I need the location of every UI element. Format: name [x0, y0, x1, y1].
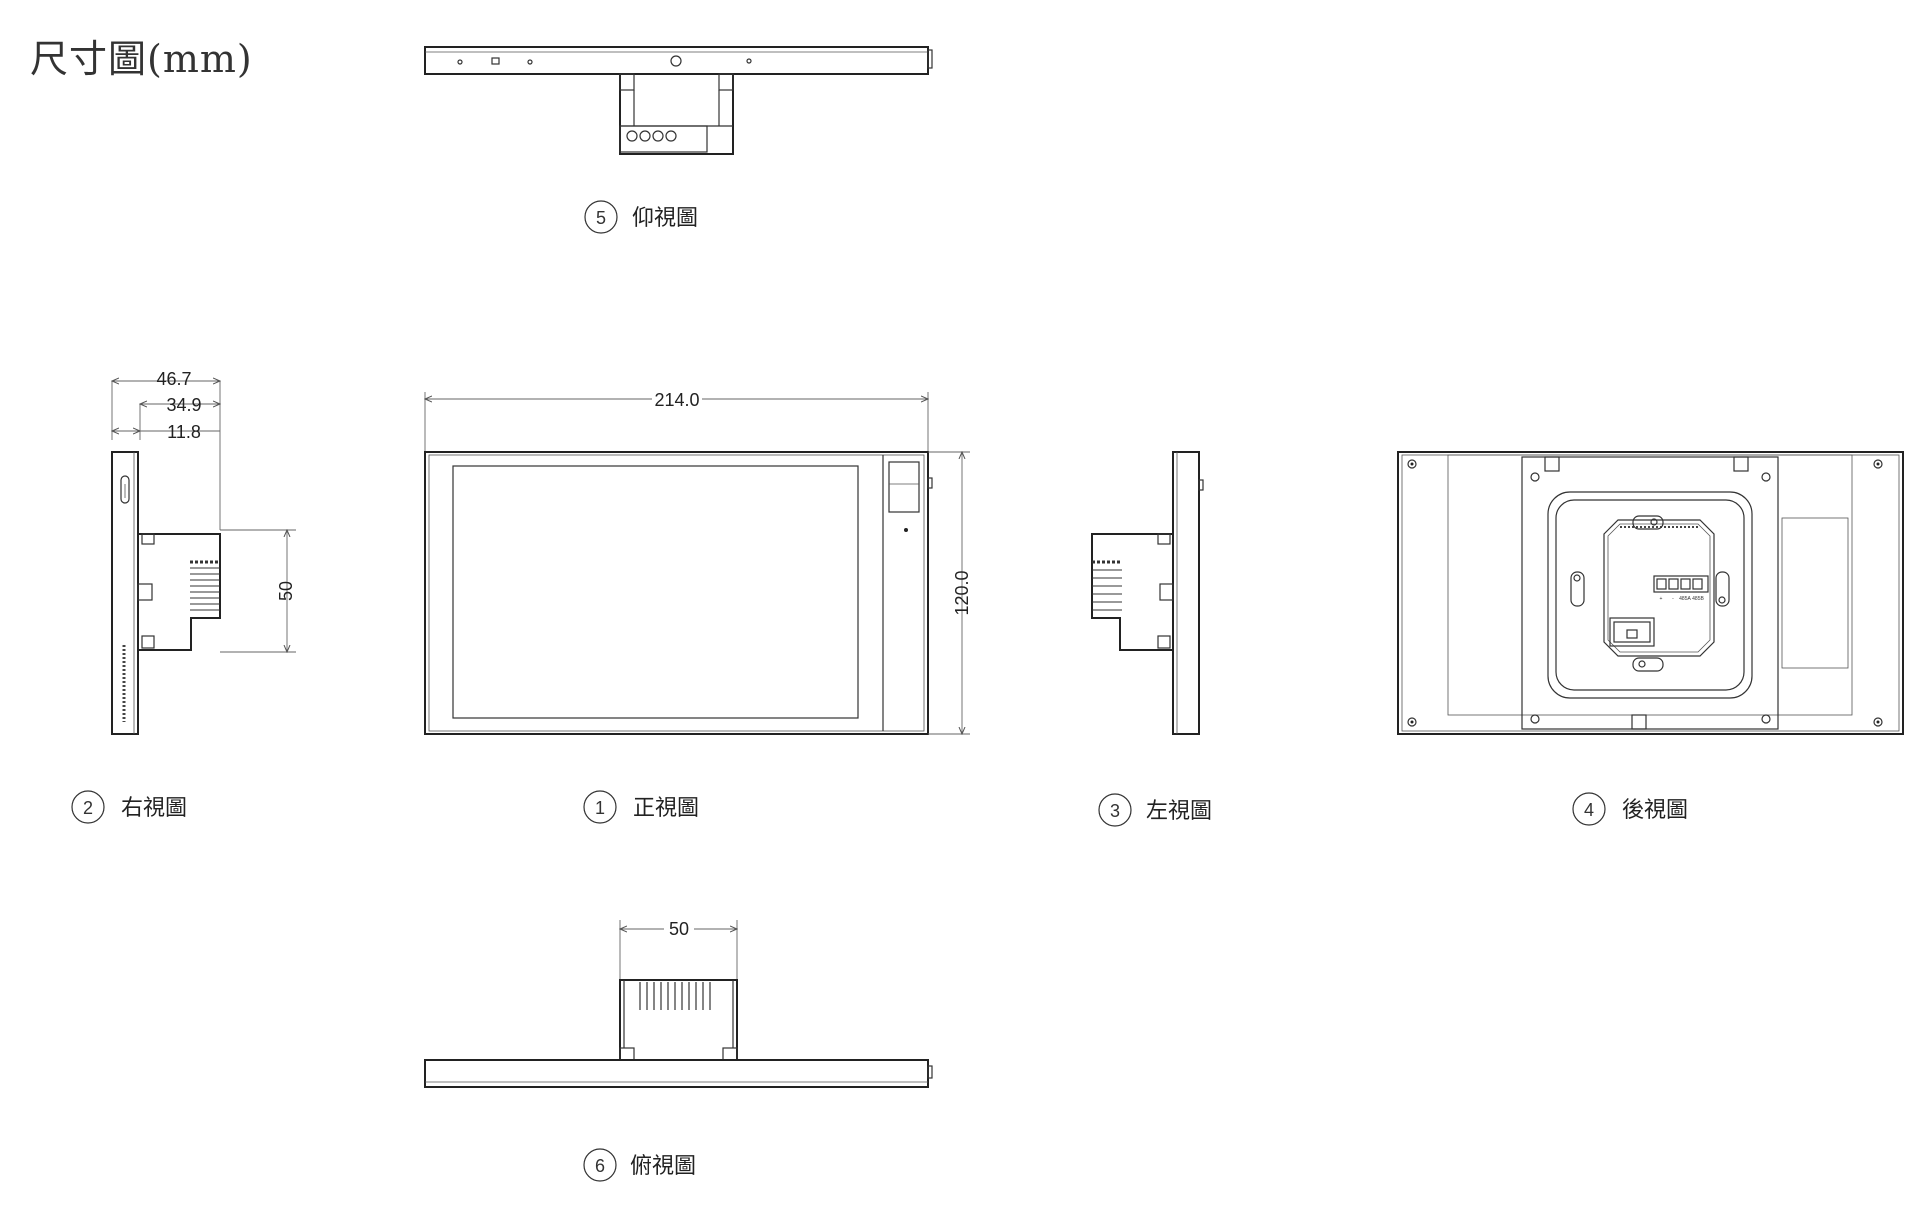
dim-side-box-height: 50: [276, 581, 296, 601]
right-view: 46.7 34.9 11.8: [111, 369, 296, 735]
terminal-label: -: [1672, 596, 1674, 602]
caption-left-view: 3 左視圖: [1098, 793, 1212, 827]
dim-side-total: 46.7: [156, 369, 191, 389]
dim-side-panel: 11.8: [167, 422, 201, 442]
dim-side-mid: 34.9: [166, 395, 201, 415]
top-fins: [639, 982, 711, 1010]
caption-rear-view: 4 後視圖: [1572, 792, 1688, 826]
caption-right-view: 2 右視圖: [71, 790, 187, 824]
caption-top-view: 6 俯視圖: [583, 1148, 696, 1182]
caption-label: 後視圖: [1622, 798, 1688, 823]
caption-label: 俯視圖: [630, 1154, 696, 1179]
caption-label: 左視圖: [1146, 799, 1212, 824]
top-view: 50: [424, 916, 933, 1088]
caption-number: 5: [596, 208, 606, 228]
side-fins: [190, 560, 220, 611]
caption-label: 正視圖: [633, 796, 699, 821]
bottom-view: [424, 46, 933, 155]
caption-number: 3: [1110, 801, 1120, 821]
left-view: [1091, 451, 1204, 735]
front-view: 214.0 120.0: [424, 388, 972, 735]
caption-bottom-view: 5 仰視圖: [584, 200, 698, 234]
terminal-label: +: [1660, 596, 1663, 602]
caption-number: 6: [595, 1156, 605, 1176]
page-title: 尺寸圖(mm): [30, 37, 253, 81]
caption-front-view: 1 正視圖: [583, 790, 699, 824]
terminal-label: 485B: [1692, 596, 1704, 602]
caption-number: 2: [83, 798, 93, 818]
rear-view: + - 485A 485B: [1397, 451, 1904, 735]
dim-front-width: 214.0: [654, 390, 699, 410]
dim-top-box-width: 50: [669, 919, 689, 939]
caption-number: 1: [595, 798, 605, 818]
terminal-label: 485A: [1679, 596, 1691, 602]
dim-front-height: 120.0: [952, 570, 972, 615]
caption-label: 右視圖: [121, 796, 187, 821]
caption-label: 仰視圖: [632, 206, 698, 231]
caption-number: 4: [1584, 800, 1594, 820]
side-fins: [1092, 560, 1122, 611]
